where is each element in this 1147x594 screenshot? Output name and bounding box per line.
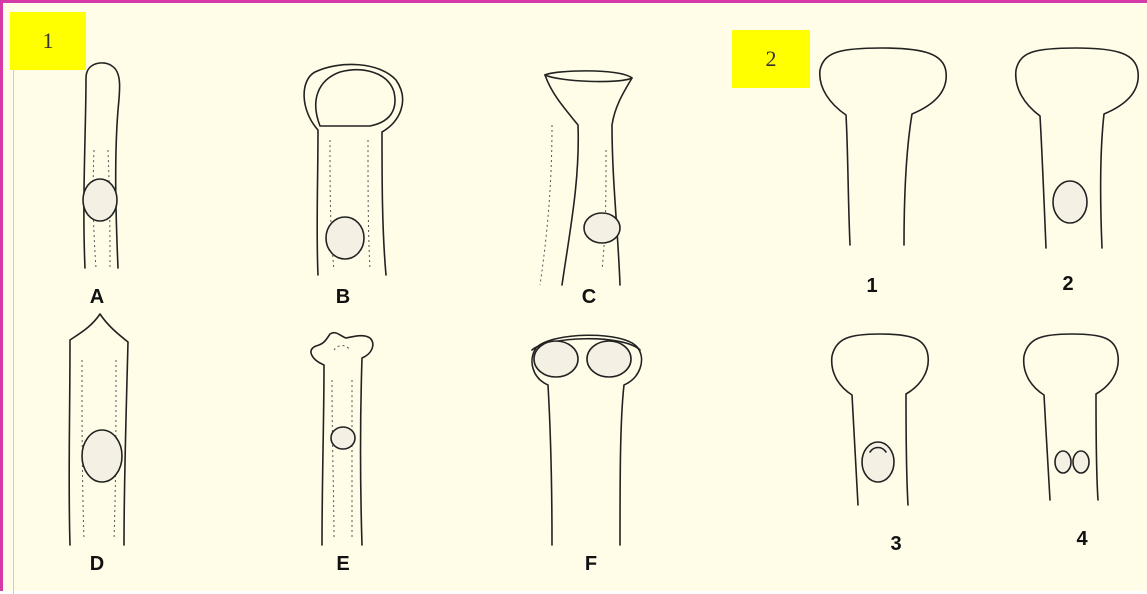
label-B: B [336,286,350,308]
cell-1: 1 [820,48,946,297]
cell-B: B [304,64,402,308]
cell-2: 2 [1016,48,1138,295]
cell-4: 4 [1024,334,1119,550]
label-4: 4 [1076,528,1088,550]
cell-A: A [83,63,120,308]
cell-C: C [540,71,632,308]
label-C: C [582,286,596,308]
label-2: 2 [1062,273,1073,295]
cell-E: E [311,333,373,575]
label-E: E [336,553,349,575]
label-1: 1 [866,275,877,297]
cell-D: D [69,314,128,575]
label-F: F [585,553,597,575]
cell-F: F [532,335,642,575]
label-3: 3 [890,533,901,555]
label-D: D [90,553,104,575]
cell-3: 3 [832,334,929,555]
label-A: A [90,286,104,308]
